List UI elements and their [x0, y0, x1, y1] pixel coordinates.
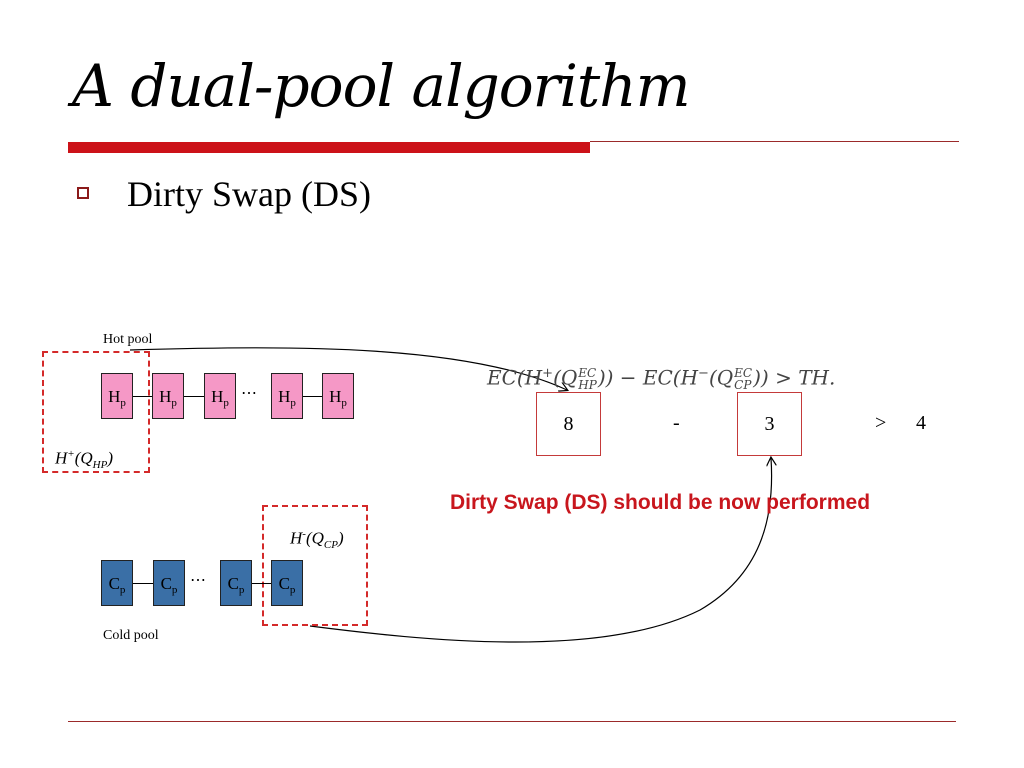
hot-selection-box [42, 351, 150, 473]
cold-node: Cp [271, 560, 303, 606]
hot-node: Hp [322, 373, 354, 419]
title-underline [590, 141, 959, 142]
cold-pool-label: Cold pool [103, 628, 159, 643]
cold-node: Cp [153, 560, 185, 606]
title-accent-bar [68, 142, 590, 153]
hot-node: Hp [152, 373, 184, 419]
hot-ellipsis: ⋯ [241, 385, 257, 402]
cold-selection-box [262, 505, 368, 626]
hot-set-label: H+(QHP) [55, 448, 114, 472]
cold-ellipsis: ⋯ [190, 572, 206, 589]
hot-link [184, 396, 204, 397]
cold-node: Cp [220, 560, 252, 606]
hot-to-value-arrow [129, 347, 567, 390]
cold-to-value-arrow [309, 458, 772, 643]
hot-link [133, 396, 152, 397]
hot-node: Hp [101, 373, 133, 419]
hot-node: Hp [204, 373, 236, 419]
hot-node: Hp [271, 373, 303, 419]
cold-link [133, 583, 153, 584]
hot-pool-label: Hot pool [103, 332, 153, 347]
slide-title: A dual-pool algorithm [72, 52, 691, 120]
swap-notice: Dirty Swap (DS) should be now performed [450, 491, 871, 514]
cold-node: Cp [101, 560, 133, 606]
greater-than-sign: > [875, 412, 887, 434]
bottom-rule [68, 721, 956, 722]
cold-link [252, 583, 271, 584]
bullet-text: Dirty Swap (DS) [127, 174, 371, 214]
bullet-square-icon [77, 187, 89, 199]
hot-value-box: 8 [536, 392, 601, 456]
threshold-value: 4 [916, 412, 926, 434]
cold-value-box: 3 [737, 392, 802, 456]
minus-sign: - [673, 412, 680, 434]
hot-link [303, 396, 322, 397]
cold-set-label: H-(QCP) [290, 528, 344, 552]
